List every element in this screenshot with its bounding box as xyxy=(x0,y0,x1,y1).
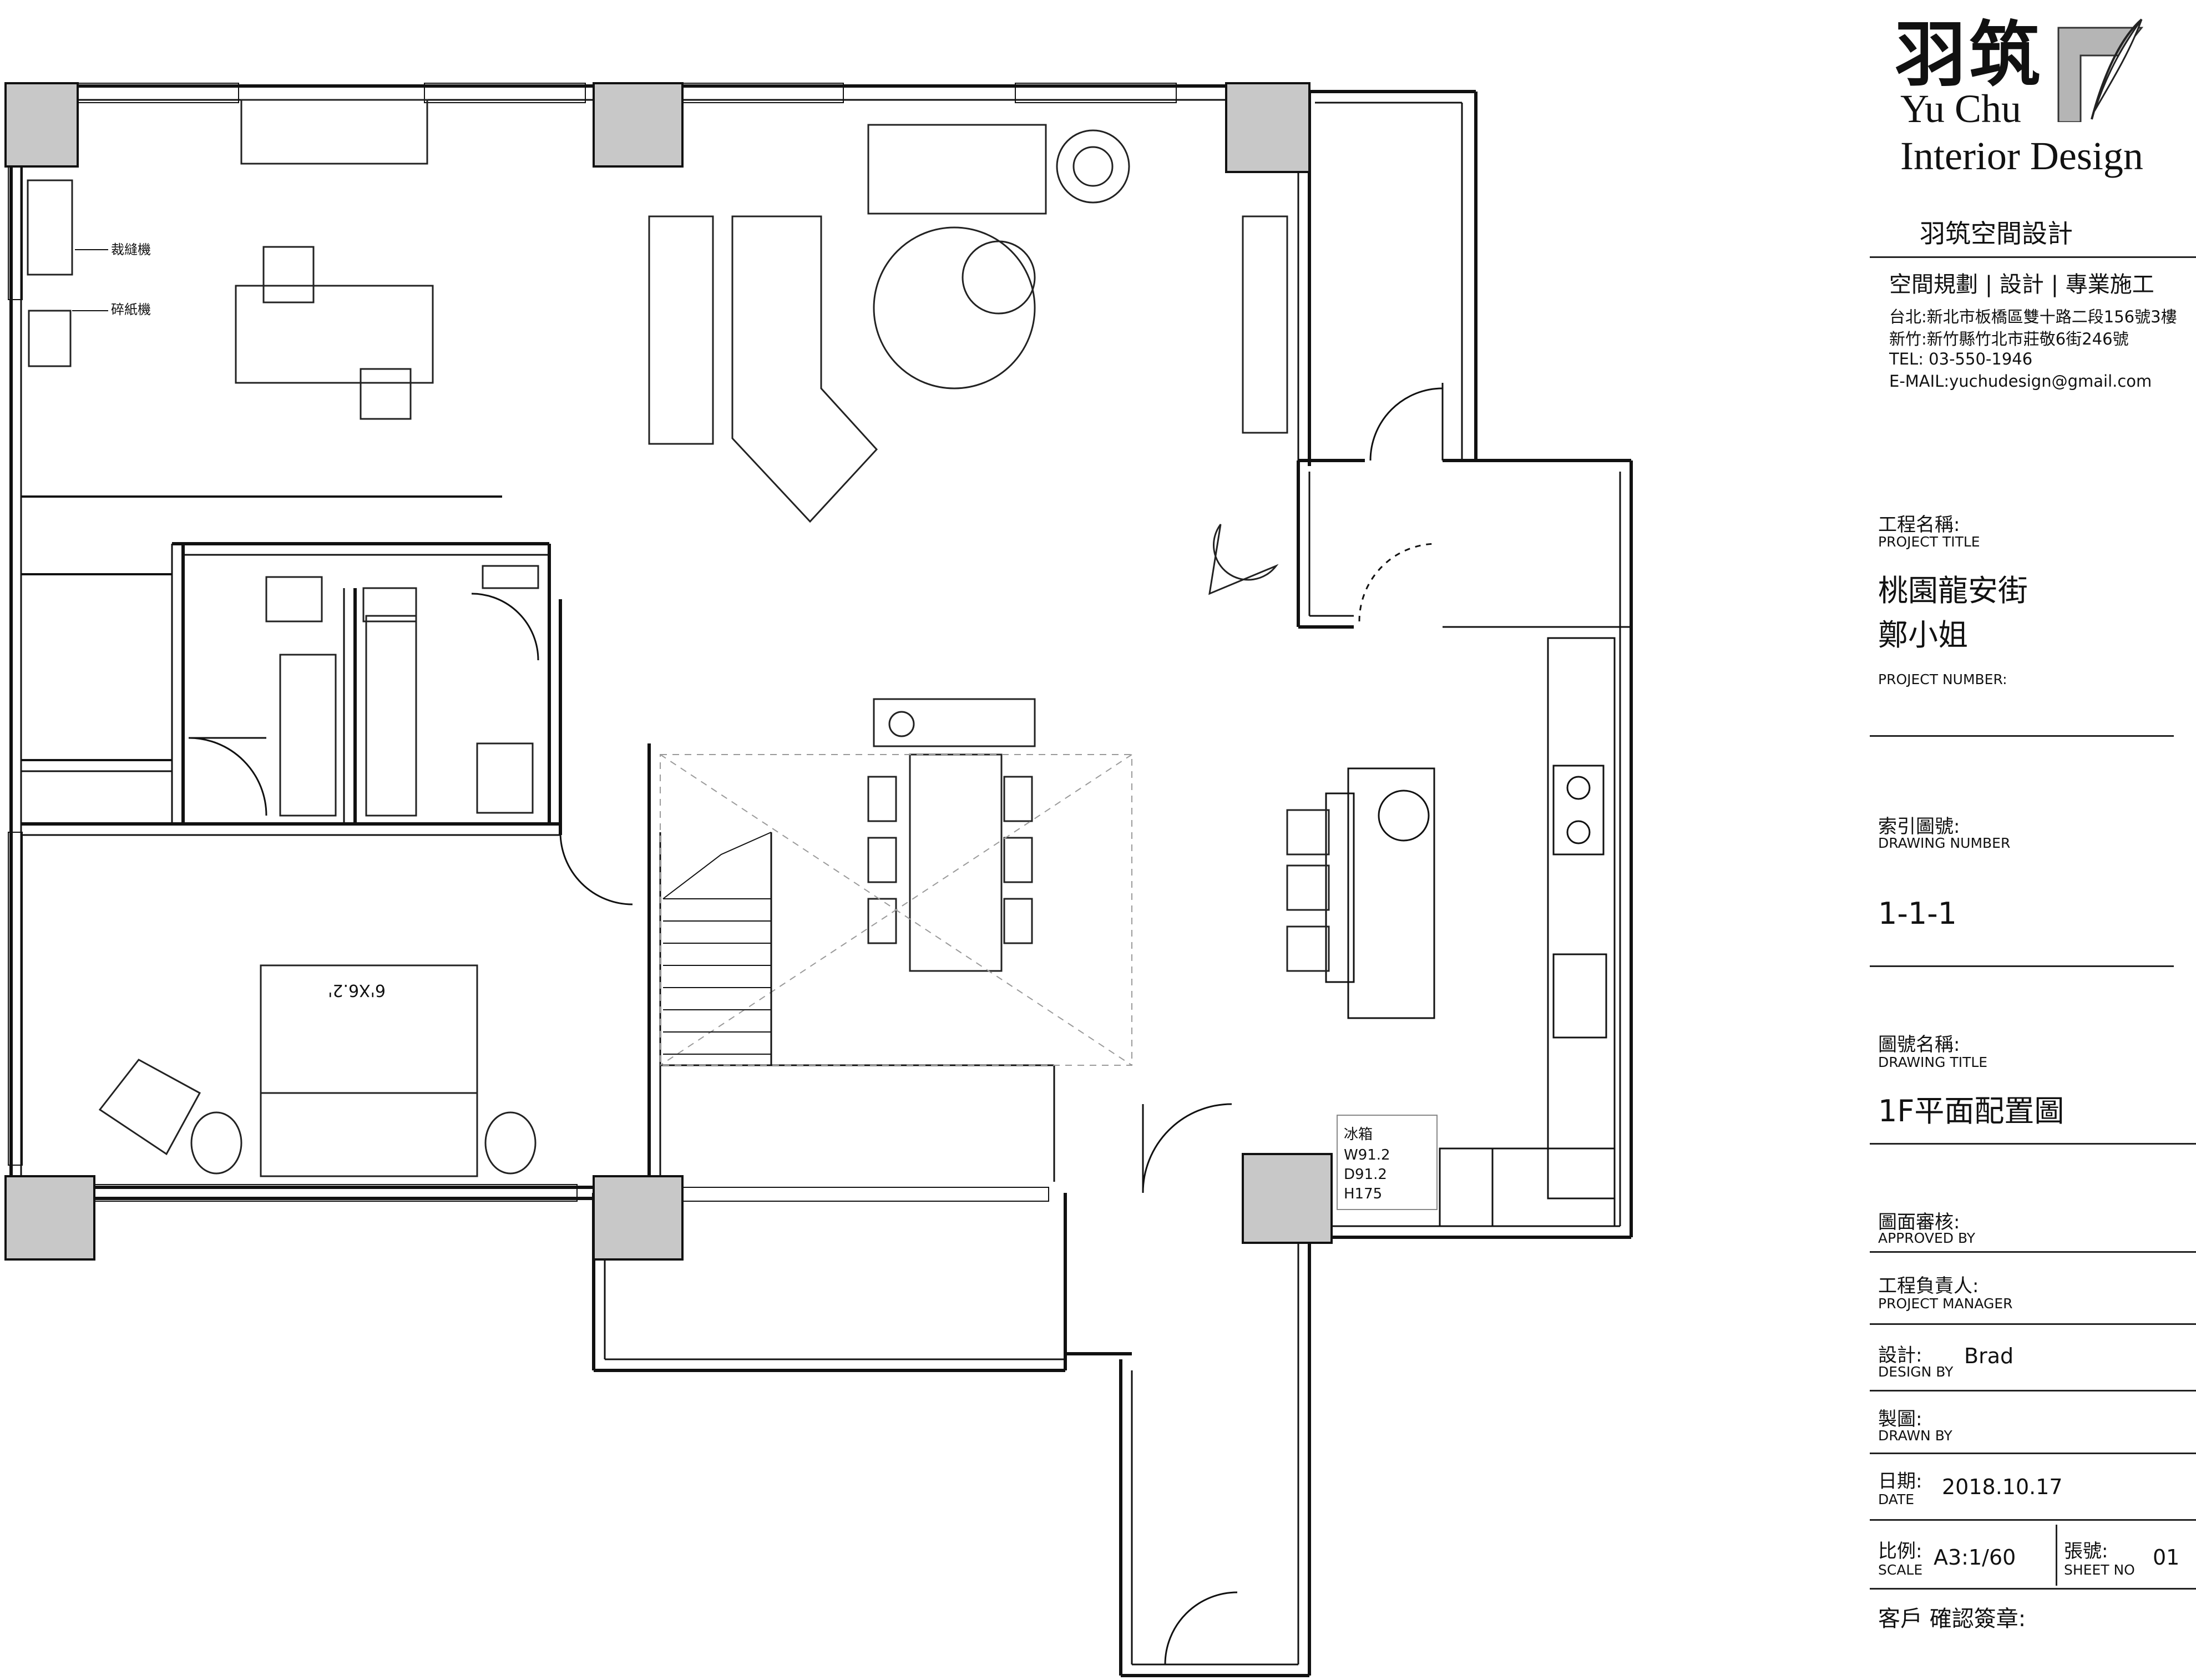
project-title-line2: 鄭小姐 xyxy=(1878,618,1968,652)
scale-value: A3:1/60 xyxy=(1934,1545,2016,1570)
drawn-label: 製圖: xyxy=(1878,1408,1922,1430)
company-email: E-MAIL:yuchudesign@gmail.com xyxy=(1889,372,2152,391)
date-label-en: DATE xyxy=(1878,1491,1915,1507)
drawing-number-label-en: DRAWING NUMBER xyxy=(1878,835,2011,851)
divider xyxy=(1870,735,2174,737)
fridge-outline xyxy=(1337,1115,1438,1210)
sheet-label: 張號: xyxy=(2064,1540,2108,1562)
sheet-number: 01 xyxy=(2153,1545,2180,1570)
date-label: 日期: xyxy=(1878,1470,1922,1492)
sheet-label-en: SHEET NO xyxy=(2064,1562,2135,1578)
client-signature-label: 客戶 確認簽章: xyxy=(1878,1606,2026,1632)
date-value: 2018.10.17 xyxy=(1942,1475,2063,1499)
furniture xyxy=(27,99,1330,1177)
fridge-width: W91.2 xyxy=(1344,1147,1390,1163)
company-services: 空間規劃 | 設計 | 專業施工 xyxy=(1889,272,2154,297)
manager-label-en: PROJECT MANAGER xyxy=(1878,1296,2013,1312)
divider xyxy=(1870,965,2174,967)
drawn-label-en: DRAWN BY xyxy=(1878,1428,1952,1444)
fridge-height: H175 xyxy=(1344,1186,1382,1202)
divider xyxy=(2056,1525,2057,1586)
drawing-title-label-en: DRAWING TITLE xyxy=(1878,1054,1988,1070)
plan-labels: 裁縫機 碎紙機 6'X6.2' 冰箱 W91.2 D91.2 H175 xyxy=(72,242,1438,1210)
brand-logo-chinese: 羽筑 xyxy=(1895,13,2044,97)
project-number-label: PROJECT NUMBER: xyxy=(1878,671,2007,687)
manager-label: 工程負責人: xyxy=(1878,1275,1979,1297)
address-hsinchu: 新竹:新竹縣竹北市莊敬6街246號 xyxy=(1889,330,2129,348)
brand-name-line1: Yu Chu xyxy=(1900,87,2022,131)
interior-walls xyxy=(21,495,1055,1187)
divider xyxy=(1870,1588,2196,1590)
bed-size-label: 6'X6.2' xyxy=(328,980,386,1000)
divider xyxy=(1870,1251,2196,1253)
company-tel: TEL: 03-550-1946 xyxy=(1889,350,2033,368)
project-title-line1: 桃園龍安街 xyxy=(1878,573,2028,608)
title-block: 羽筑 Yu Chu Interior Design 羽筑空間設計 空間規劃 | … xyxy=(1870,0,2196,1680)
design-label-en: DESIGN BY xyxy=(1878,1364,1954,1380)
approved-label: 圖面審核: xyxy=(1878,1211,1960,1233)
project-title-label-en: PROJECT TITLE xyxy=(1878,534,1980,550)
drawing-number: 1-1-1 xyxy=(1878,896,1957,931)
brand-name-line2: Interior Design xyxy=(1900,134,2143,178)
designer-name: Brad xyxy=(1964,1344,2014,1368)
drawing-title: 1F平面配置圖 xyxy=(1878,1094,2065,1129)
divider xyxy=(1870,256,2196,258)
fridge-title: 冰箱 xyxy=(1344,1126,1373,1143)
drawing-title-label: 圖號名稱: xyxy=(1878,1034,1960,1056)
divider xyxy=(1870,1519,2196,1521)
floor-plan: 裁縫機 碎紙機 6'X6.2' 冰箱 W91.2 D91.2 H175 xyxy=(4,82,1633,1677)
quill-logo-icon xyxy=(2053,17,2147,123)
sewing-machine-label: 裁縫機 xyxy=(111,242,151,257)
address-taipei: 台北:新北市板橋區雙十路二段156號3樓 xyxy=(1889,307,2177,326)
stairs xyxy=(662,832,772,1065)
project-title-label: 工程名稱: xyxy=(1878,514,1960,536)
fridge-depth: D91.2 xyxy=(1344,1166,1387,1183)
approved-label-en: APPROVED BY xyxy=(1878,1230,1976,1246)
dining-outline xyxy=(660,754,1132,1066)
company-full-name: 羽筑空間設計 xyxy=(1920,219,2073,249)
divider xyxy=(1870,1453,2196,1454)
divider xyxy=(1870,1390,2196,1391)
doors xyxy=(188,383,1444,1665)
scale-label-en: SCALE xyxy=(1878,1562,1923,1578)
kitchen-counters xyxy=(1325,637,1616,1227)
design-label: 設計: xyxy=(1878,1344,1922,1367)
shredder-label: 碎紙機 xyxy=(111,302,151,317)
divider xyxy=(1870,1143,2196,1145)
scale-label: 比例: xyxy=(1878,1540,1922,1562)
structural-columns xyxy=(4,82,1333,1261)
divider xyxy=(1870,1323,2196,1325)
drawing-number-label: 索引圖號: xyxy=(1878,816,1960,838)
